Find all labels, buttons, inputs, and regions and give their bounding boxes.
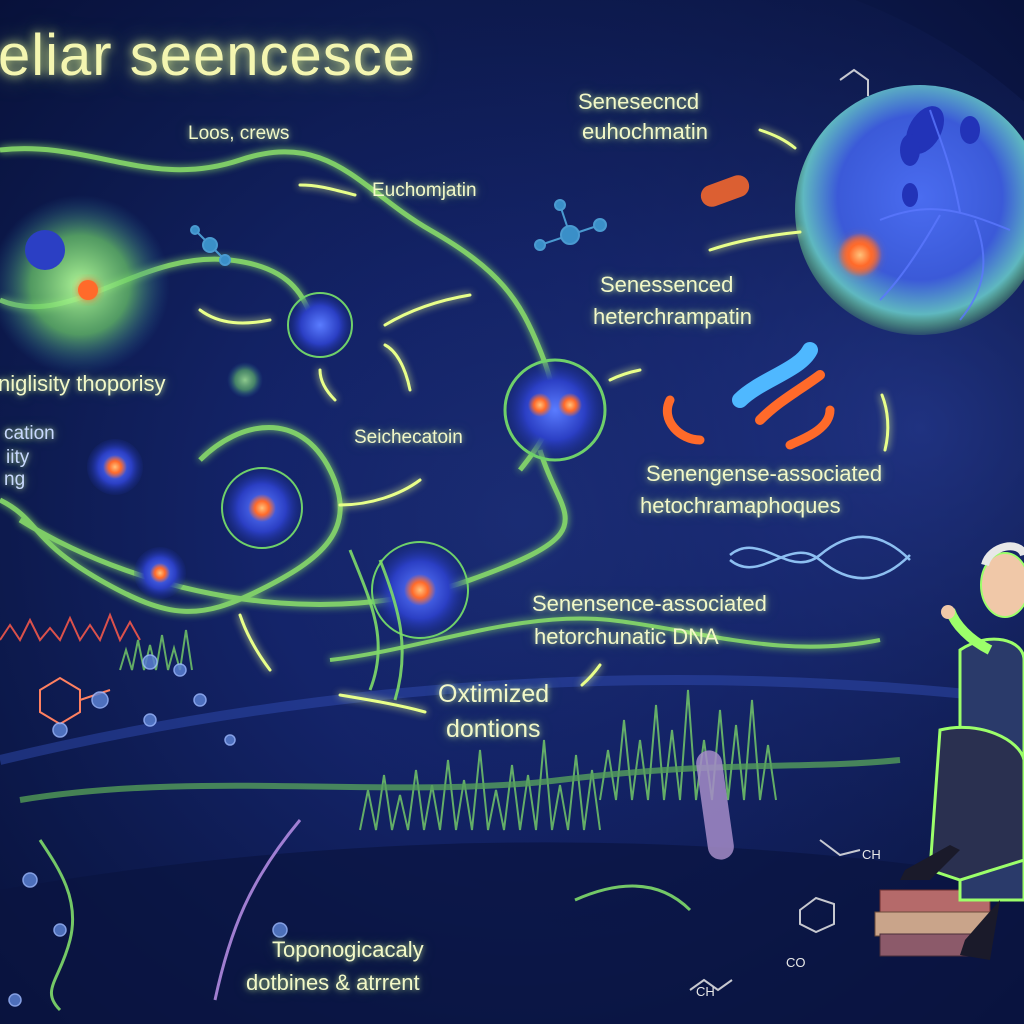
label-topo-1: Toponogicacaly (272, 937, 424, 962)
big-cell-orange-spot (838, 233, 882, 277)
arrow-5 (318, 368, 337, 402)
arrow-10 (880, 393, 890, 452)
label-migility: niglisity thoporisy (0, 371, 166, 396)
scientist-hair (981, 542, 1024, 567)
chromatin-strand-loop (0, 425, 343, 614)
arrow-3 (383, 293, 472, 327)
label-sasf-2: hetochramaphoques (640, 493, 841, 518)
big-cell-organelle-2 (900, 134, 920, 166)
big-cell-branches (879, 109, 1011, 321)
small-green-cell (227, 362, 263, 398)
chem-label-ch-1: CH (862, 847, 881, 862)
label-euchromatin: Euchomjatin (372, 180, 477, 201)
label-cation-3: ng (4, 469, 26, 490)
scientist-shoe (900, 845, 960, 880)
chromosome-6 (696, 750, 734, 860)
nucleus-5-spot (150, 563, 170, 583)
nucleus-3-spot (103, 455, 127, 479)
arrow-12 (338, 693, 427, 714)
arrow-13 (580, 663, 602, 687)
label-cation-1: cation (4, 423, 55, 444)
label-senescenced-heterochromatin-2: heterchrampatin (593, 304, 752, 329)
floor-band (0, 842, 1024, 1024)
label-oxtimized-2: dontions (446, 715, 541, 743)
chromosome-5 (785, 405, 835, 450)
arrow-2 (198, 308, 272, 325)
label-cation-2: iity (6, 447, 30, 468)
chem-structure-right (689, 68, 869, 992)
book-stack (874, 889, 991, 957)
fiber-wave-1 (359, 739, 601, 831)
arrow-7 (608, 368, 642, 382)
label-sasf-1: Senengense-associated (646, 461, 883, 486)
arrow-1 (298, 183, 357, 197)
label-topo-2: dotbines & atrrent (246, 970, 420, 995)
nucleus-6-spot (404, 574, 436, 606)
scientist-legs (928, 725, 1024, 882)
scientist-head (980, 552, 1024, 618)
label-senescenced-heterochromatin-1: Senessenced (600, 272, 734, 297)
title: eliar seencesce (0, 23, 416, 88)
nucleus-1 (287, 292, 353, 358)
molecule-cluster (534, 199, 607, 251)
nucleus-2 (503, 358, 607, 462)
chem-label-co: CO (786, 955, 806, 970)
chromosome-4 (662, 395, 705, 445)
big-cell-organelle-3 (960, 116, 980, 144)
scientist (900, 542, 1024, 960)
big-cell (795, 85, 1024, 335)
nucleus-4-spot (248, 494, 276, 522)
dome-rim (0, 675, 1024, 765)
chromatin-fibers (19, 629, 901, 831)
red-fiber (0, 612, 141, 643)
label-sahd-2: hetorchunatic DNA (534, 624, 719, 649)
green-cell-nucleolus (25, 230, 65, 270)
scientist-shoe-2 (960, 900, 1000, 960)
chromatin-strand-lower (329, 616, 881, 662)
curly-tails (38, 549, 692, 1012)
arrow-9 (758, 128, 797, 150)
arrow-4 (383, 343, 412, 392)
scientist-hand (941, 605, 955, 619)
green-cell-spot (78, 280, 98, 300)
label-seichecatoin: Seichecatoin (354, 427, 463, 448)
chromosome-3 (755, 370, 825, 425)
arrows (198, 128, 890, 714)
fiber-base (19, 757, 901, 803)
chromosome-2 (732, 342, 818, 408)
nucleus-2-spot-a (528, 393, 552, 417)
label-loos-crews: Loos, crews (188, 123, 290, 144)
vesicles (8, 654, 288, 1007)
dna-helix (729, 535, 911, 580)
arrow-11 (238, 613, 272, 672)
molecule-cluster-2 (190, 225, 231, 266)
big-cell-organelle-4 (902, 183, 918, 207)
dome-backdrop (80, 0, 1024, 1000)
arrow-6 (338, 478, 422, 507)
chem-label-ch-2: CH (696, 984, 715, 999)
label-oxtimized-1: Oxtimized (438, 680, 550, 708)
nucleus-2-spot-b (558, 393, 582, 417)
label-senesced-euchromatin-1: Senesecncd (578, 89, 700, 114)
chromosomes (662, 175, 835, 860)
nuclei (87, 292, 607, 639)
arrow-8 (708, 230, 802, 252)
chromosome-1 (700, 175, 750, 207)
label-senesced-euchromatin-2: euhochmatin (582, 119, 708, 144)
label-sahd-1: Senensence-associated (532, 591, 767, 616)
